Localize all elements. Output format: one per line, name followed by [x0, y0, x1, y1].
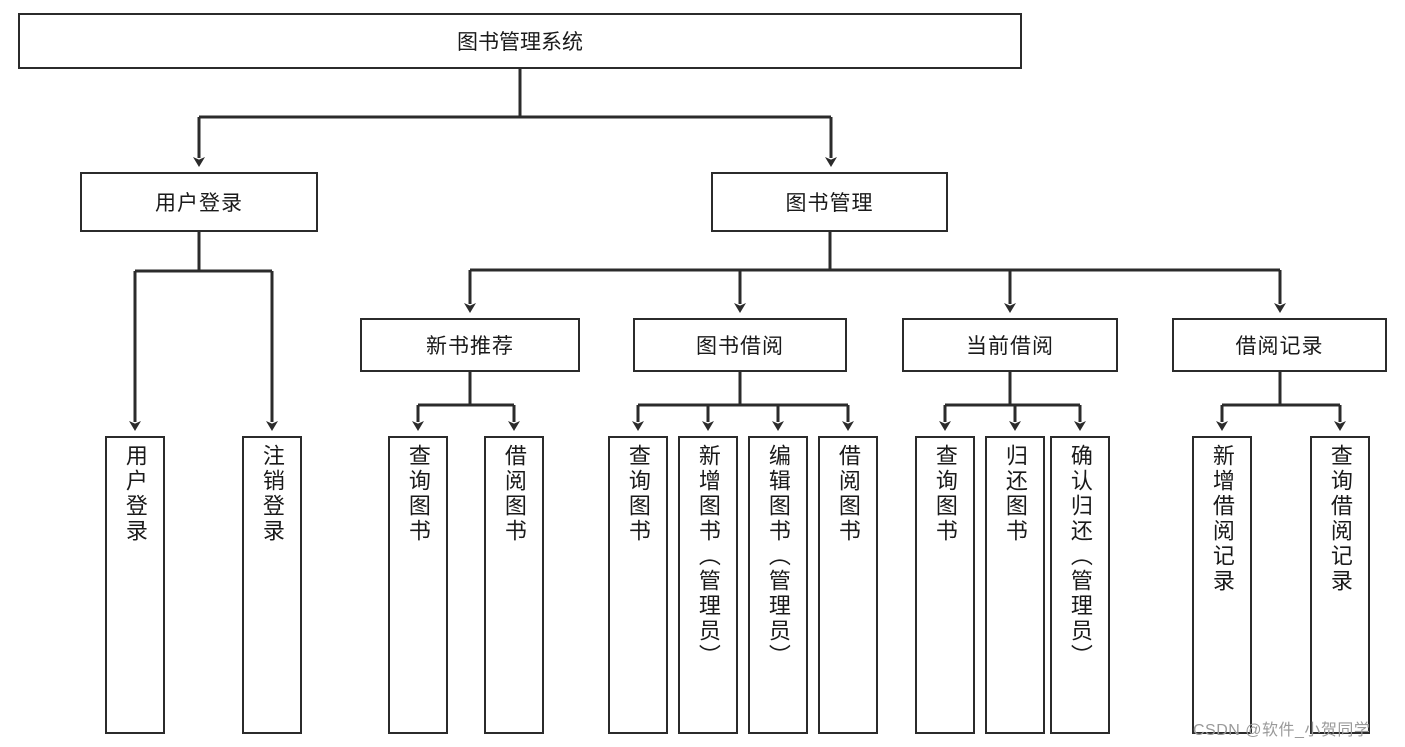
node-book-manage[interactable]: 图书管理: [711, 172, 948, 232]
leaf-borrow-book-2-label: 借阅图书: [835, 444, 861, 544]
leaf-query-book-2-label: 查询图书: [625, 444, 651, 544]
node-root[interactable]: 图书管理系统: [18, 13, 1022, 69]
node-book-manage-label: 图书管理: [785, 192, 874, 215]
node-borrow-record[interactable]: 借阅记录: [1172, 318, 1387, 372]
leaf-query-record[interactable]: 查询借阅记录: [1310, 436, 1370, 734]
leaf-add-record-label: 新增借阅记录: [1209, 444, 1235, 594]
node-book-borrow[interactable]: 图书借阅: [633, 318, 847, 372]
leaf-user-login[interactable]: 用户登录: [105, 436, 165, 734]
node-user-login[interactable]: 用户登录: [80, 172, 318, 232]
leaf-add-book[interactable]: 新增图书（管理员）: [678, 436, 738, 734]
node-new-book-rec[interactable]: 新书推荐: [360, 318, 580, 372]
leaf-return-book-label: 归还图书: [1002, 444, 1028, 544]
leaf-user-login-label: 用户登录: [122, 444, 148, 544]
node-current-borrow-label: 当前借阅: [966, 335, 1054, 358]
leaf-edit-book-label: 编辑图书（管理员）: [765, 444, 791, 669]
node-user-login-label: 用户登录: [155, 192, 243, 215]
leaf-query-book-3[interactable]: 查询图书: [915, 436, 975, 734]
leaf-add-book-label: 新增图书（管理员）: [695, 444, 721, 669]
leaf-confirm-return[interactable]: 确认归还（管理员）: [1050, 436, 1110, 734]
node-current-borrow[interactable]: 当前借阅: [902, 318, 1118, 372]
leaf-query-book-1[interactable]: 查询图书: [388, 436, 448, 734]
node-book-borrow-label: 图书借阅: [696, 335, 784, 358]
leaf-borrow-book-1[interactable]: 借阅图书: [484, 436, 544, 734]
leaf-query-book-1-label: 查询图书: [405, 444, 431, 544]
leaf-borrow-book-2[interactable]: 借阅图书: [818, 436, 878, 734]
node-root-label: 图书管理系统: [457, 31, 583, 54]
leaf-query-book-2[interactable]: 查询图书: [608, 436, 668, 734]
leaf-confirm-return-label: 确认归还（管理员）: [1067, 444, 1093, 669]
leaf-add-record[interactable]: 新增借阅记录: [1192, 436, 1252, 734]
leaf-query-record-label: 查询借阅记录: [1327, 444, 1353, 594]
leaf-return-book[interactable]: 归还图书: [985, 436, 1045, 734]
csdn-watermark: CSDN @软件_小贺同学: [1193, 722, 1371, 739]
node-borrow-record-label: 借阅记录: [1235, 335, 1324, 358]
node-new-book-rec-label: 新书推荐: [426, 335, 514, 358]
leaf-logout-label: 注销登录: [259, 444, 285, 544]
leaf-logout[interactable]: 注销登录: [242, 436, 302, 734]
leaf-borrow-book-1-label: 借阅图书: [501, 444, 527, 544]
leaf-query-book-3-label: 查询图书: [932, 444, 958, 544]
leaf-edit-book[interactable]: 编辑图书（管理员）: [748, 436, 808, 734]
